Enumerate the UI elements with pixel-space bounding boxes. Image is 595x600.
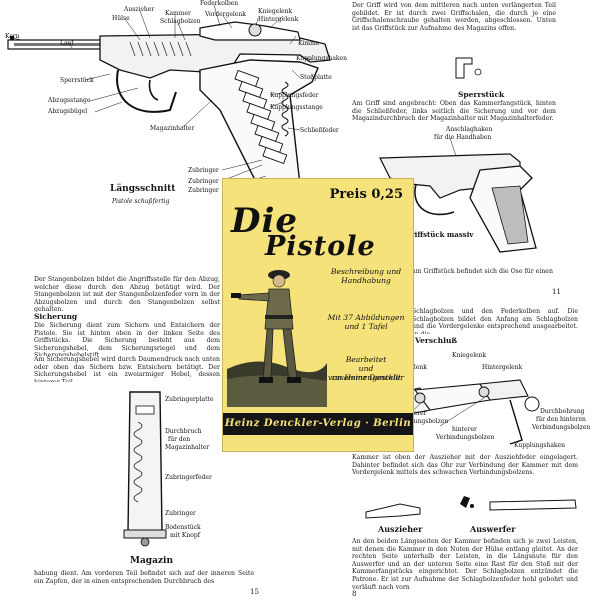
label-korn: Korn — [5, 33, 20, 40]
caption-magazin: Magazin — [130, 556, 173, 566]
label-durchbohrung-3: Verbindungsbolzen — [532, 424, 591, 431]
label-zubringer-1: Zubringer — [188, 167, 219, 174]
label-kniegelenk: Kniegelenk — [258, 8, 293, 15]
knee-joint — [248, 23, 262, 37]
right-bottom-page-number: 8 — [352, 590, 357, 598]
right-para-3: am Griffstück befindet sich die Öse für … — [412, 268, 553, 275]
mag-label-durchbruch-1: Durchbruch — [165, 428, 202, 435]
label-federkolben: Federkolben — [200, 0, 239, 7]
label-auszieher: Auszieher — [124, 6, 155, 13]
label-stossplatte: Stoßplatte — [300, 74, 332, 81]
mag-label-zubringer: Zubringer — [165, 510, 196, 517]
label-schlagbolzen: Schlagbolzen — [160, 18, 201, 25]
caption-auswerfer: Auswerfer — [470, 524, 516, 534]
right-para-1: Der Griff wird von dem mittleren nach un… — [352, 2, 556, 32]
label-durchbohrung-1: Durchbohrung — [540, 408, 585, 415]
label-lauf: Lauf — [60, 40, 74, 47]
caption-laengsschnitt: Längsschnitt — [110, 184, 176, 194]
cover-editor-line-2: und zusammengestellt — [331, 364, 401, 382]
right-bottom-para-2: Kammer ist oben der Auszieher mit der Au… — [352, 454, 578, 477]
caption-sperrstueck: Sperrstück — [458, 90, 505, 99]
label-hinterer-2: Verbindungsbolzen — [436, 434, 495, 441]
left-page-number: 15 — [250, 588, 259, 596]
label-hintergelenk: Hintergelenk — [258, 16, 299, 23]
label-huelse: Hülse — [112, 15, 130, 22]
left-para-4: habung dient. Am vorderen Teil befindet … — [34, 570, 254, 585]
right-bottom-para-1: Schlagbolzen und den Federkolben auf. Di… — [412, 308, 578, 334]
cover-editor-line-1: Bearbeitet — [345, 355, 387, 364]
label-schliessfeder: Schließfeder — [300, 127, 339, 134]
label-kammer: Kammer — [165, 10, 191, 17]
mag-label-durchbruch-3: Magazinhalter — [165, 444, 210, 451]
breech-hatching — [129, 41, 192, 57]
label-kupplungsstange: Kupplungsstange — [270, 104, 323, 111]
mag-label-bodenstueck-2: mit Knopf — [170, 532, 200, 539]
right-para-2: Am Griff sind angebracht: Oben das Kamme… — [352, 100, 556, 123]
cover-subtitle-line-2: Handhabung — [341, 276, 391, 285]
mag-label-zubringerfeder: Zubringerfeder — [165, 474, 212, 481]
label-anschlaghaken-2: für die Handhaben — [434, 134, 492, 141]
magazine-drawing — [123, 391, 167, 547]
label-zubringer-3: Zubringer — [188, 187, 219, 194]
book-cover: Preis 0,25 Die Pistole 08 Beschreibung u… — [222, 178, 414, 452]
trigger-guard — [116, 69, 177, 113]
extractor-ejector-drawing — [365, 496, 577, 519]
left-para-1: Der Stangenbolzen bildet die Angriffsste… — [34, 276, 220, 312]
caption-griffstueck: Griffstück massiv — [405, 230, 474, 239]
cover-subtitle-line-1: Beschreibung und — [330, 267, 402, 276]
caption-auszieher: Auszieher — [378, 524, 423, 534]
label-verschluss-hintergelenk: Hintergelenk — [482, 364, 523, 371]
section-verschluss: Verschluß — [415, 336, 458, 345]
barrel-bore — [14, 43, 100, 46]
left-para-3: Am Sicherungshebel wird durch Daumendruc… — [34, 356, 220, 382]
subcaption-schussfertig: Pistole schußfertig — [112, 198, 170, 205]
label-abzugsbuegel: Abzugsbügel — [48, 108, 88, 115]
receiver — [99, 33, 331, 79]
cover-title-line-1: Die — [231, 201, 299, 241]
mag-label-bodenstueck-1: Bodenstück — [165, 524, 201, 531]
mag-label-zubringerplatte: Zubringerplatte — [165, 396, 214, 403]
cover-price: Preis 0,25 — [329, 187, 403, 202]
label-vordergelenk: Vordergelenk — [205, 11, 246, 18]
magazine-cartridges — [234, 69, 288, 165]
cover-figures-line-2: und 1 Tafel — [344, 322, 388, 331]
left-para-2: Die Sicherung dient zum Sichern und Ents… — [34, 322, 220, 356]
label-abzugstange: Abzugsstange — [48, 97, 91, 104]
sperrstueck-drawing — [455, 57, 482, 79]
cover-editor-line-3: von Heinz Denckler — [328, 373, 404, 382]
label-kupplungshaken: Kupplungshaken — [296, 55, 347, 62]
label-durchbohrung-2: für den hinteren — [536, 416, 586, 423]
grip-frame-drawing — [379, 137, 537, 253]
label-magazinhalter: Magazinhalter — [150, 125, 195, 132]
label-sperrstueck: Sperrstück — [60, 77, 94, 84]
label-zubringer-2: Zubringer — [188, 178, 219, 185]
label-hinterer-1: hinterer — [452, 426, 477, 433]
label-kimme: Kimme — [298, 40, 320, 47]
cover-figures-line-1: Mit 37 Abbildungen — [327, 313, 405, 322]
label-verschluss-kniegelenk: Kniegelenk — [452, 352, 487, 359]
label-kupplungsfeder: Kupplungsfeder — [270, 92, 319, 99]
label-vorderer-2: Verbindungsbolzen — [390, 418, 449, 425]
label-anschlaghaken-1: Anschlaghaken — [446, 126, 493, 133]
soldier-illustration — [227, 259, 327, 407]
cover-publisher: Heinz Denckler-Verlag · Berlin C2 — [223, 413, 413, 451]
right-top-page-number: 11 — [552, 288, 561, 296]
section-sicherung: Sicherung — [34, 312, 78, 321]
mag-label-durchbruch-2: für den — [168, 436, 191, 443]
label-verschluss-kupplungshaken: Kupplungshaken — [514, 442, 565, 449]
right-bottom-para-3: An den beiden Längsseiten der Kammer bef… — [352, 538, 578, 590]
recoil-spring — [281, 81, 289, 137]
trigger — [148, 79, 159, 101]
